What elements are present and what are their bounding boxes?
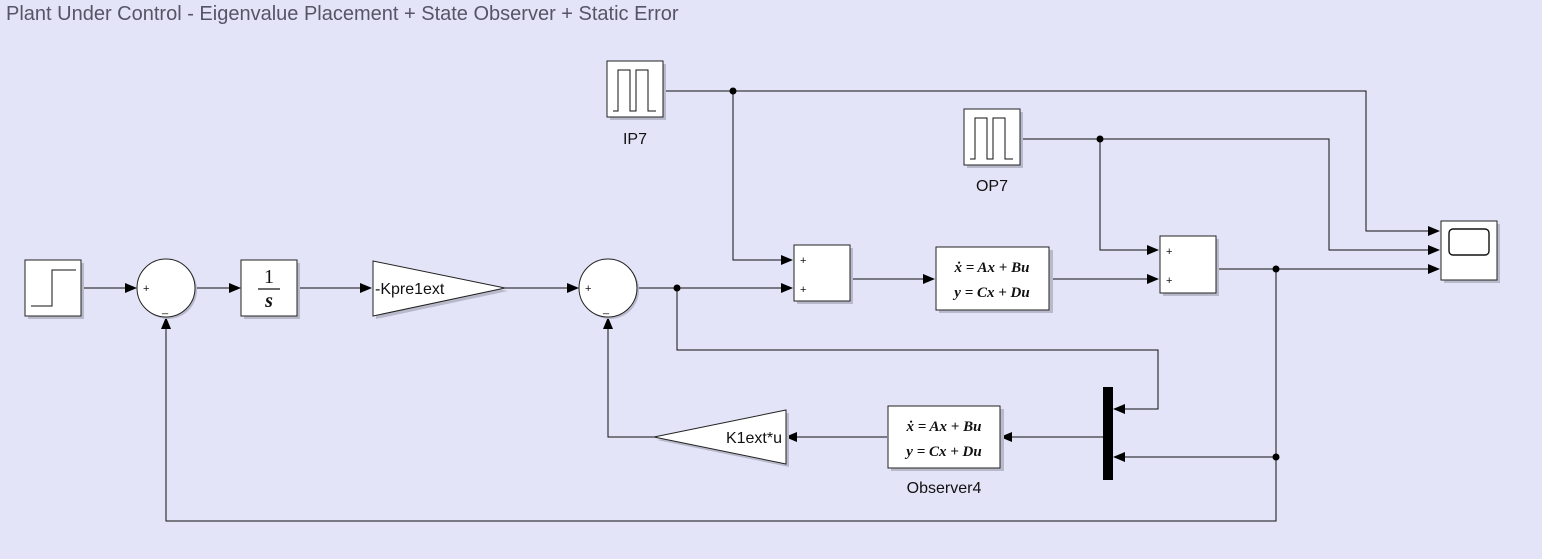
scope-screen-icon: [1448, 228, 1490, 256]
wire-ip7-to-scope: [733, 90, 1440, 236]
plant-state-equation: ẋ = Ax + Bu: [954, 260, 1030, 276]
ip7-pulse-block[interactable]: IP7: [606, 60, 666, 148]
wire-u-to-mux: [676, 288, 1159, 414]
sum1-sign-plus: +: [143, 283, 149, 295]
scope-block[interactable]: [1440, 220, 1500, 283]
sum2-sign-minus: _: [602, 303, 610, 315]
op7-pulse-block[interactable]: OP7: [963, 108, 1023, 195]
integrator-denominator: s: [264, 290, 273, 312]
observer-output-equation: y = Cx + Du: [904, 444, 981, 460]
wire-op7-to-sum4: [1020, 138, 1159, 255]
sum4-block[interactable]: + +: [1159, 235, 1219, 296]
observer-state-space-block[interactable]: ẋ = Ax + Bu y = Cx + Du Observer4: [887, 405, 1004, 497]
k1-gain-label: K1ext*u: [726, 430, 782, 447]
k1-gain-block[interactable]: K1ext*u: [653, 409, 789, 467]
sum1-sign-minus: _: [161, 303, 169, 315]
step-icon: [31, 269, 76, 307]
sum1-block[interactable]: + _: [136, 258, 197, 319]
wire-ip7-to-sum3: [663, 90, 793, 265]
wire-y-to-mux: [1113, 269, 1277, 462]
sum2-sign-plus: +: [585, 283, 591, 295]
wire-k1-to-sum2: [603, 317, 654, 438]
ip7-label: IP7: [623, 131, 647, 148]
plant-output-equation: y = Cx + Du: [952, 285, 1029, 301]
mux-block[interactable]: [1103, 387, 1113, 480]
wire-op7-to-scope: [1100, 138, 1440, 255]
integrator-numerator: 1: [264, 266, 274, 288]
pulse-icon: [970, 117, 1013, 160]
observer-label: Observer4: [907, 480, 982, 497]
sum3-sign-lower: +: [800, 284, 806, 296]
sum4-sign-lower: +: [1166, 275, 1172, 287]
branch-point: [1272, 265, 1280, 273]
kpre-gain-block[interactable]: -Kpre1ext: [372, 260, 508, 319]
branch-point: [1096, 135, 1104, 143]
diagram-title: Plant Under Control - Eigenvalue Placeme…: [6, 3, 679, 25]
branch-point: [673, 284, 681, 292]
mux-bar: [1103, 387, 1113, 480]
pulse-icon: [613, 69, 656, 112]
wire-y-feedback-to-sum1: [161, 317, 1277, 522]
branch-point: [729, 87, 737, 95]
branch-point: [1272, 453, 1280, 461]
op7-label: OP7: [976, 178, 1008, 195]
kpre-gain-label: -Kpre1ext: [375, 281, 445, 298]
sum2-block[interactable]: + _: [578, 258, 639, 319]
sum4-sign-upper: +: [1166, 246, 1172, 258]
observer-state-equation: ẋ = Ax + Bu: [906, 419, 982, 435]
signal-lines: [83, 87, 1440, 522]
sum3-block[interactable]: + +: [793, 244, 853, 304]
plant-state-space-block[interactable]: ẋ = Ax + Bu y = Cx + Du: [935, 246, 1053, 313]
sum3-sign-upper: +: [800, 255, 806, 267]
integrator-block[interactable]: 1 s: [240, 259, 300, 319]
step-block[interactable]: [24, 259, 84, 319]
